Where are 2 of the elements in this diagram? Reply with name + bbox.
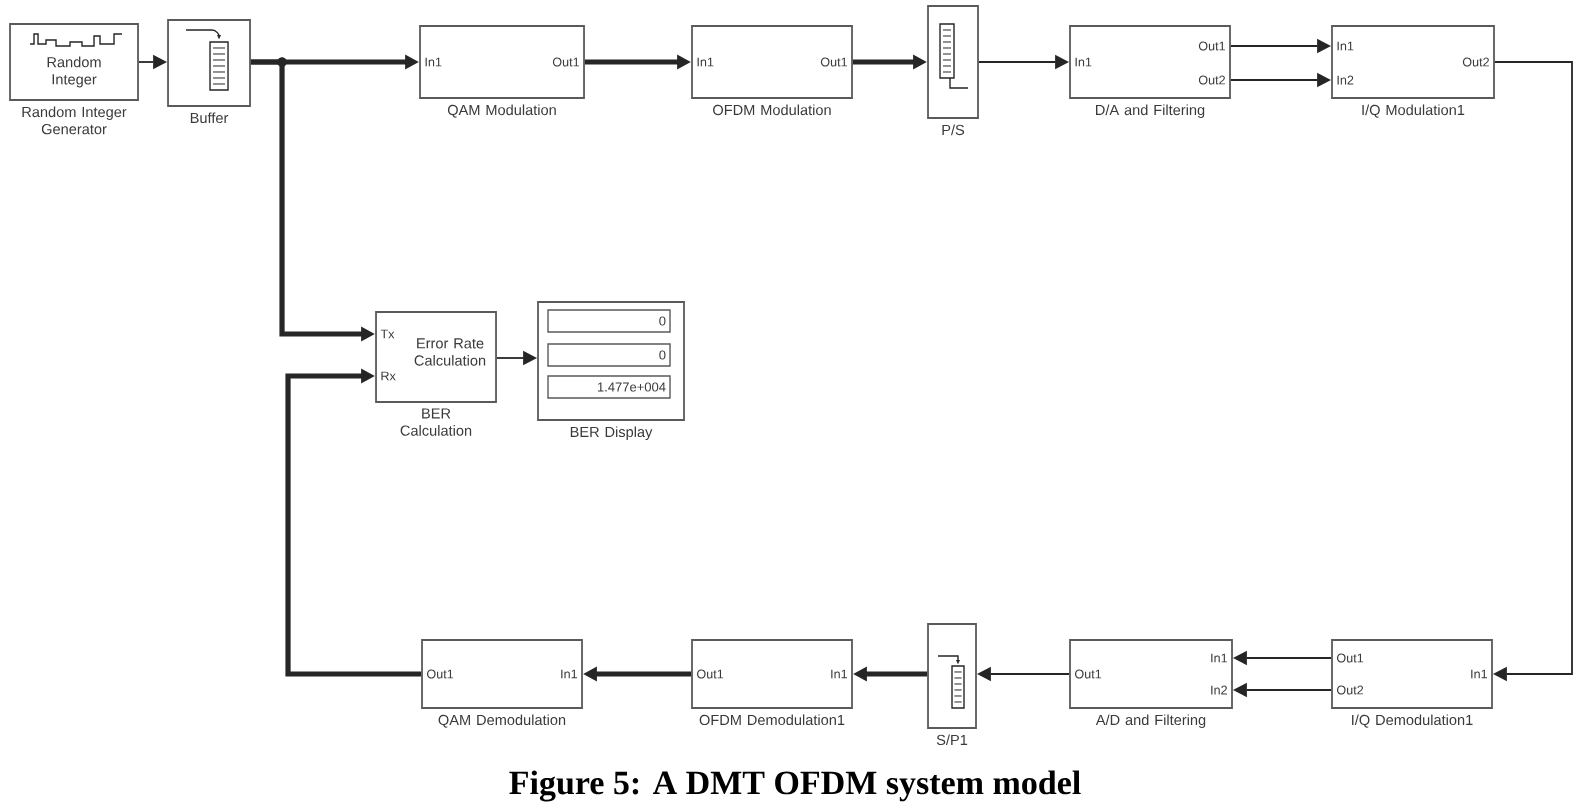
figure-caption: Figure 5: A DMT OFDM system model: [509, 770, 1081, 802]
signal-arrow: [285, 368, 422, 677]
